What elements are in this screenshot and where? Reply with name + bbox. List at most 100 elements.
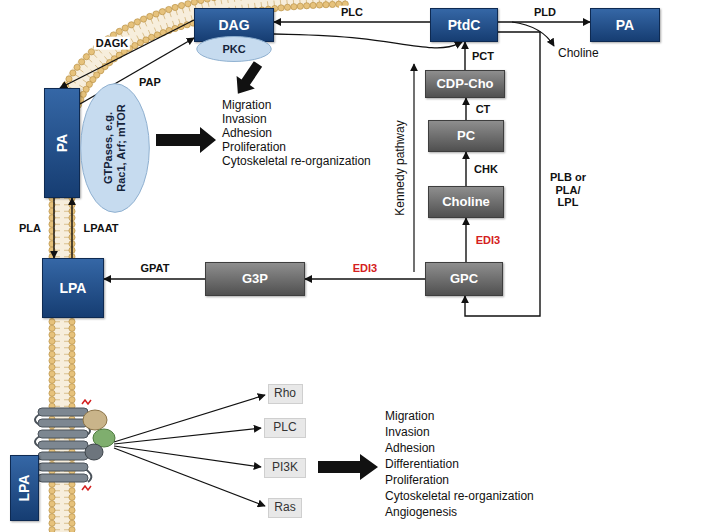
- node-text: Ras: [274, 501, 295, 515]
- text-group: GPC: [450, 272, 478, 287]
- effect-arrows: [156, 58, 378, 480]
- drawing-part: [153, 11, 159, 17]
- lipid-box: PA: [590, 8, 660, 42]
- effect-label: Invasion: [222, 112, 267, 126]
- node-text: Choline: [442, 195, 490, 210]
- drawing-part: [284, 4, 290, 10]
- drawing-part: [69, 364, 75, 370]
- drawing-part: [69, 488, 75, 494]
- drawing-part: [69, 371, 75, 377]
- drawing-part: [69, 520, 75, 526]
- enzyme-label: PLD: [532, 6, 558, 19]
- reaction-arrow: [274, 21, 430, 22]
- drawing-part: [114, 448, 265, 506]
- node-text: DAG: [218, 17, 249, 33]
- drawing-part: [38, 441, 88, 449]
- drawing-part: [69, 338, 75, 344]
- drawing-part: [79, 59, 85, 65]
- lipid-anchor: [82, 400, 91, 490]
- effect-label: Proliferation: [222, 140, 286, 154]
- enzyme-label: PAP: [137, 76, 163, 89]
- drawing-part: [278, 5, 284, 11]
- drawing-part: [116, 28, 122, 34]
- text-group: PA: [54, 134, 70, 152]
- text-group: G3P: [242, 272, 268, 287]
- drawing-part: [49, 338, 55, 344]
- reaction-arrow: [465, 152, 466, 186]
- drawing-part: [240, 0, 241, 1]
- enzyme-label: PCT: [470, 50, 496, 63]
- text-group: DAG: [218, 17, 249, 33]
- drawing-part: [159, 9, 165, 15]
- drawing-part: [74, 64, 80, 70]
- node-text: CDP-Cho: [436, 77, 493, 92]
- text-group: Rho: [274, 387, 296, 401]
- signal-arrows: [114, 22, 554, 506]
- node-text: PtdC: [448, 17, 481, 33]
- drawing-part: [147, 13, 153, 19]
- drawing-part: [69, 325, 75, 331]
- node-text: Rho: [274, 387, 296, 401]
- drawing-part: [49, 358, 55, 364]
- pathway-label: Kennedy pathway: [393, 120, 407, 215]
- drawing-part: [38, 430, 88, 438]
- effect-label: Angiogenesis: [385, 505, 457, 519]
- drawing-part: [83, 54, 89, 60]
- drawing-part: [49, 377, 55, 383]
- lipid-box: LPA: [42, 258, 104, 318]
- drawing-part: [69, 390, 75, 396]
- drawing-part: [178, 2, 184, 8]
- node-text: GTPases, e.g. Rac1, Arf; mTOR: [102, 98, 127, 198]
- drawing-part: [69, 384, 75, 390]
- drawing-part: [291, 4, 297, 10]
- node-text: PLC: [273, 421, 296, 435]
- drawing-part: [191, 0, 197, 5]
- drawing-part: [198, 0, 204, 4]
- text-group: PKC: [222, 43, 245, 56]
- drawing-part: [310, 2, 316, 8]
- drawing-part: [38, 463, 88, 471]
- ellipse-shape: [197, 37, 271, 62]
- g-protein: [85, 444, 103, 460]
- effect-label: Adhesion: [385, 441, 435, 455]
- drawing-part: [227, 0, 228, 3]
- text-group: CDP-Cho: [436, 77, 493, 92]
- drawing-part: [38, 408, 88, 416]
- reaction-arrow: [498, 21, 590, 22]
- reaction-arrow: [60, 20, 194, 88]
- drawing-part: [49, 384, 55, 390]
- enzyme-label: EDI3: [474, 234, 502, 247]
- drawing-part: [69, 501, 75, 507]
- drawing-part: [329, 1, 335, 7]
- drawing-part: [185, 1, 191, 7]
- drawing-part: [49, 527, 55, 532]
- drawing-part: [49, 332, 55, 338]
- drawing-part: [304, 3, 310, 9]
- metabolite-box: CDP-Cho: [425, 70, 505, 98]
- node-text: LPA: [16, 475, 32, 502]
- drawing-part: [69, 514, 75, 520]
- drawing-part: [69, 507, 75, 513]
- text-group: PI3K: [272, 461, 298, 475]
- drawing-part: [69, 351, 75, 357]
- receptor-illustration: [35, 400, 115, 490]
- drawing-part: [49, 397, 55, 403]
- enzyme-label: CHK: [472, 163, 500, 176]
- node-text: LPA: [60, 280, 87, 296]
- node-text: PA: [616, 17, 634, 33]
- node-text: PI3K: [272, 461, 298, 475]
- effector-ellipse: PKC: [196, 36, 272, 62]
- enzyme-label: GPAT: [139, 262, 172, 275]
- drawing-part: [221, 0, 222, 4]
- effect-label: Invasion: [385, 425, 430, 439]
- drawing-part: [69, 332, 75, 338]
- enzyme-label: PLC: [339, 6, 365, 19]
- signal-box: Rho: [268, 384, 303, 404]
- effect-label: Migration: [222, 98, 271, 112]
- enzyme-label: PLA: [17, 222, 43, 235]
- enzyme-label: PLB or PLA/ LPL: [543, 171, 593, 209]
- node-text: PC: [457, 129, 475, 144]
- drawing-part: [69, 345, 75, 351]
- reaction-arrow: [465, 218, 466, 262]
